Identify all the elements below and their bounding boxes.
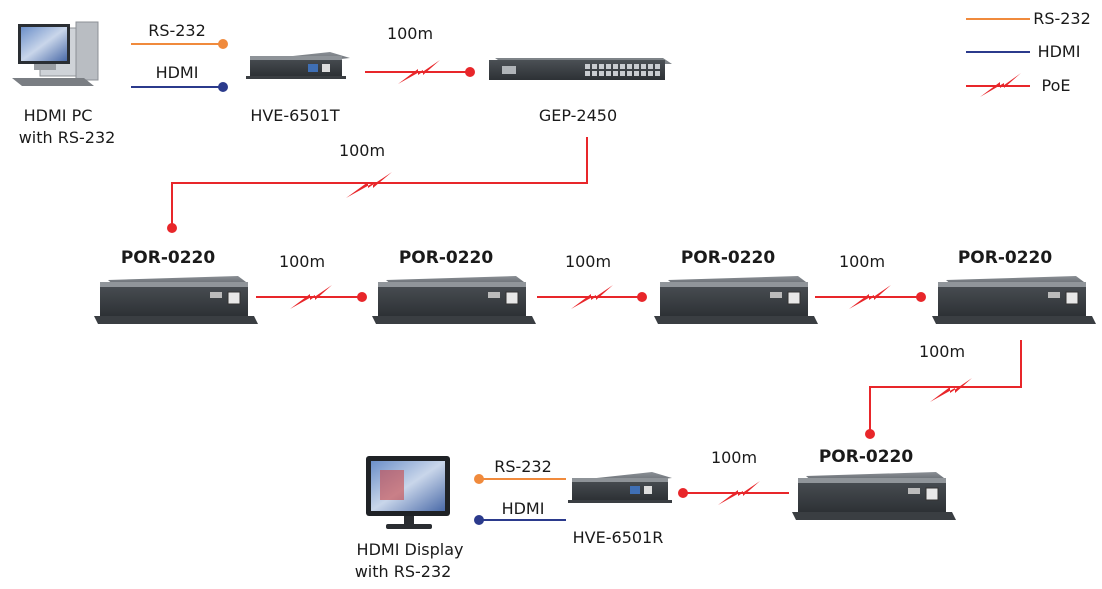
bottom-hdmi-label: HDMI [501, 499, 545, 518]
legend-poe-label: PoE [1041, 76, 1071, 95]
por-0220-device-1 [94, 276, 258, 324]
poe-link-bottom-to-receiver [678, 481, 789, 505]
poe-link-repeater-1-to-2 [256, 285, 367, 309]
tx-switch-distance: 100m [386, 24, 434, 43]
top-hdmi-endpoint [218, 82, 228, 92]
legend-rs232-label: RS-232 [1033, 9, 1091, 28]
bottom-link-distance: 100m [710, 448, 758, 467]
top-rs232-label: RS-232 [148, 21, 206, 40]
legend-poe-bolt-icon [966, 73, 1030, 97]
pc-label-line1: HDMI PC [23, 106, 93, 125]
repeater-1-label: POR-0220 [120, 248, 216, 268]
hve-6501t-device [246, 52, 350, 79]
hdmi-pc-icon [12, 21, 99, 86]
repeater-3-4-distance: 100m [838, 252, 886, 271]
bottom-rs232-label: RS-232 [494, 457, 552, 476]
poe-link-switch-to-chain [167, 137, 588, 233]
poe-link-repeater-4-to-bottom [865, 340, 1022, 439]
hve-6501r-label: HVE-6501R [572, 528, 664, 547]
gep-2450-label: GEP-2450 [538, 106, 618, 125]
por-0220-device-3 [654, 276, 818, 324]
bottom-rs232-endpoint [474, 474, 484, 484]
top-hdmi-label: HDMI [155, 63, 199, 82]
legend-hdmi-label: HDMI [1037, 42, 1081, 61]
poe-link-repeater-2-to-3 [537, 285, 647, 309]
display-label-line2: with RS-232 [354, 562, 452, 581]
por-0220-device-2 [372, 276, 536, 324]
repeater-1-2-distance: 100m [278, 252, 326, 271]
hve-6501t-label: HVE-6501T [250, 106, 340, 125]
repeater-2-label: POR-0220 [398, 248, 494, 268]
hdmi-display-icon [366, 456, 450, 529]
display-label-line1: HDMI Display [356, 540, 464, 559]
switch-chain-distance: 100m [338, 141, 386, 160]
poe-link-repeater-3-to-4 [815, 285, 926, 309]
pc-label-line2: with RS-232 [18, 128, 116, 147]
gep-2450-switch [489, 58, 672, 80]
poe-link-tx-to-switch [365, 60, 475, 84]
bottom-hdmi-endpoint [474, 515, 484, 525]
repeater-3-label: POR-0220 [680, 248, 776, 268]
repeater-2-3-distance: 100m [564, 252, 612, 271]
down-link-distance: 100m [918, 342, 966, 361]
repeater-4-label: POR-0220 [957, 248, 1053, 268]
top-rs232-endpoint [218, 39, 228, 49]
por-0220-device-bottom [792, 472, 956, 520]
repeater-bottom-label: POR-0220 [818, 447, 914, 467]
por-0220-device-4 [932, 276, 1096, 324]
hve-6501r-device [568, 472, 672, 503]
